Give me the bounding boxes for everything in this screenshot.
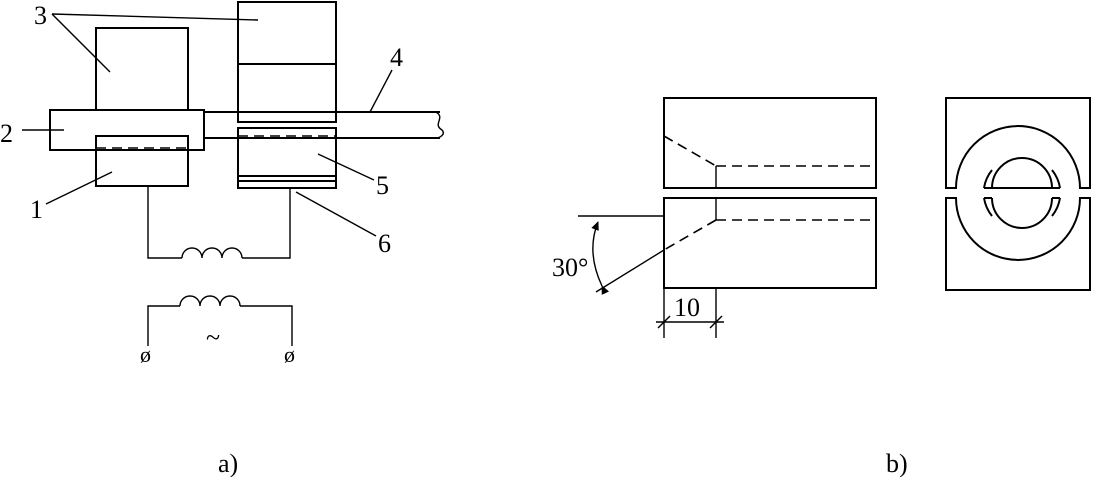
end-view-upper-step-right — [1051, 169, 1061, 189]
end-view-lower-step-left — [983, 197, 993, 217]
length-dimension-label: 10 — [674, 293, 700, 322]
leader-3-right — [51, 13, 259, 21]
secondary-wire-left — [147, 186, 182, 259]
label-6: 6 — [378, 229, 391, 258]
die-end-view — [945, 97, 1091, 291]
secondary-wire-right — [242, 188, 291, 259]
leader-1 — [45, 171, 113, 205]
primary-wire-right — [240, 305, 293, 346]
end-view-upper-bore — [990, 157, 1054, 189]
label-3: 3 — [34, 1, 47, 30]
primary-wire-left — [147, 305, 180, 346]
angle-dimension-arc — [591, 221, 610, 295]
angle-extension-line — [595, 249, 665, 293]
angle-dimension-label: 30° — [552, 253, 588, 282]
label-1: 1 — [30, 195, 43, 224]
end-view-lower-bore — [991, 197, 1053, 229]
terminal-left: ø — [140, 342, 151, 367]
leader-3-left — [51, 13, 111, 73]
length-tick-right — [709, 315, 723, 329]
leader-5 — [317, 153, 375, 181]
ac-source-symbol: ~ — [206, 323, 220, 352]
workpiece-2 — [49, 109, 205, 151]
secondary-coil — [181, 247, 243, 259]
die-lower-half — [663, 197, 877, 289]
upper-electrode-right — [237, 1, 337, 123]
primary-coil — [179, 295, 241, 307]
caption-a: a) — [218, 449, 238, 477]
end-view-upper-block — [945, 97, 1091, 189]
rod-break-symbol — [435, 111, 445, 139]
label-2: 2 — [0, 119, 13, 148]
label-4: 4 — [390, 43, 403, 72]
die-upper-half — [663, 97, 877, 189]
label-5: 5 — [376, 171, 389, 200]
die-upper-chamfer-hidden — [663, 135, 717, 167]
upper-electrode-left — [95, 27, 189, 111]
terminal-right: ø — [284, 342, 295, 367]
end-view-lower-block — [945, 197, 1091, 291]
figure-b: 30° 10 b) — [552, 97, 1091, 477]
end-view-upper-step-left — [983, 169, 993, 189]
leader-4 — [369, 69, 393, 113]
lower-electrode-right — [237, 127, 337, 189]
length-tick-left — [657, 315, 671, 329]
die-lower-chamfer-hidden — [663, 219, 717, 251]
lower-electrode-left — [95, 135, 189, 187]
leader-6 — [295, 191, 377, 237]
end-view-lower-step-right — [1051, 197, 1061, 217]
caption-b: b) — [886, 449, 908, 477]
figure-a: ~ ø ø 3 2 1 4 5 6 a) — [0, 1, 445, 477]
